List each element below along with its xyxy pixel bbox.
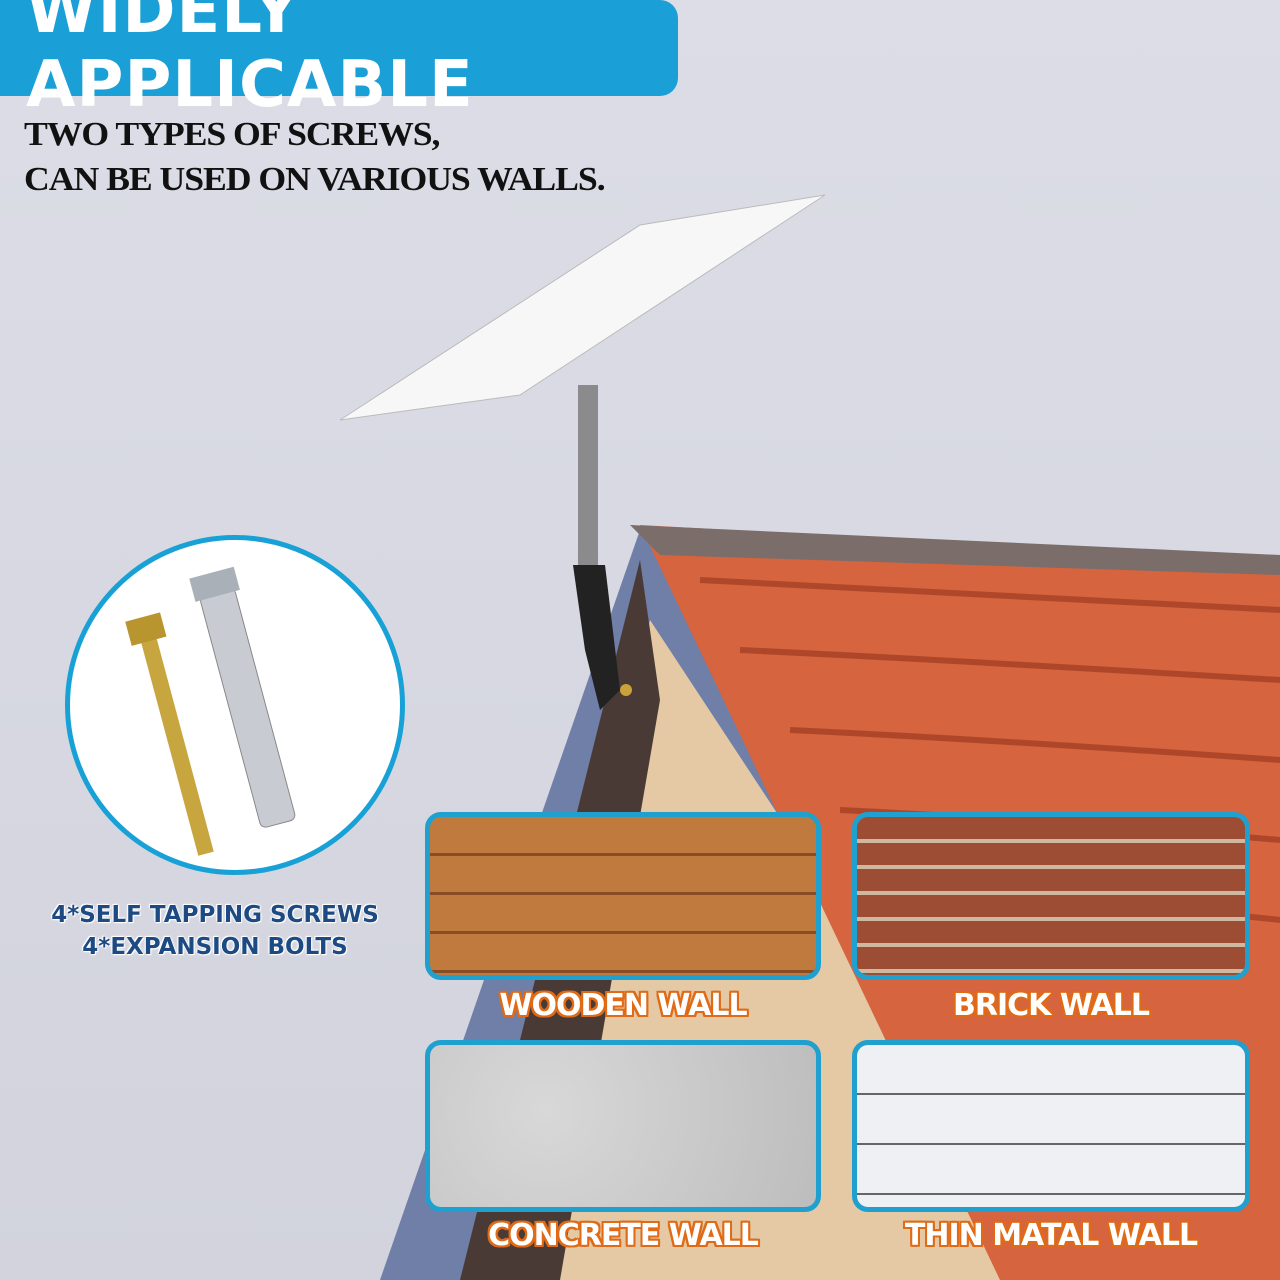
wooden-wall-label: WOODEN WALL xyxy=(499,988,747,1023)
concrete-wall-image xyxy=(425,1040,821,1212)
screws-caption-1: 4*SELF TAPPING SCREWS xyxy=(51,902,379,928)
screws-image xyxy=(65,535,405,875)
bracket-screw xyxy=(620,684,632,696)
screw-head xyxy=(125,612,167,646)
brick-wall-image xyxy=(852,812,1250,980)
wooden-wall-image xyxy=(425,812,821,980)
bolt-nut xyxy=(189,566,240,602)
metal-wall-image xyxy=(852,1040,1250,1212)
mount-bracket xyxy=(573,565,620,710)
header-banner: WIDELY APPLICABLE xyxy=(0,0,678,122)
concrete-wall-label: CONCRETE WALL xyxy=(488,1218,759,1253)
brick-wall-label: BRICK WALL xyxy=(952,988,1150,1023)
subtitle-line-2: CAN BE USED ON VARIOUS WALLS. xyxy=(24,161,606,198)
metal-wall-label: THIN MATAL WALL xyxy=(904,1218,1198,1253)
self-tapping-screw xyxy=(138,629,214,856)
subtitle-line-1: TWO TYPES OF SCREWS, xyxy=(24,116,440,153)
roof-edge xyxy=(630,525,1280,575)
screws-caption-2: 4*EXPANSION BOLTS xyxy=(82,934,348,960)
subtitle: TWO TYPES OF SCREWS, CAN BE USED ON VARI… xyxy=(24,112,606,202)
mast-pole xyxy=(578,385,598,575)
dish-panel xyxy=(339,194,826,421)
expansion-bolt xyxy=(200,588,296,828)
